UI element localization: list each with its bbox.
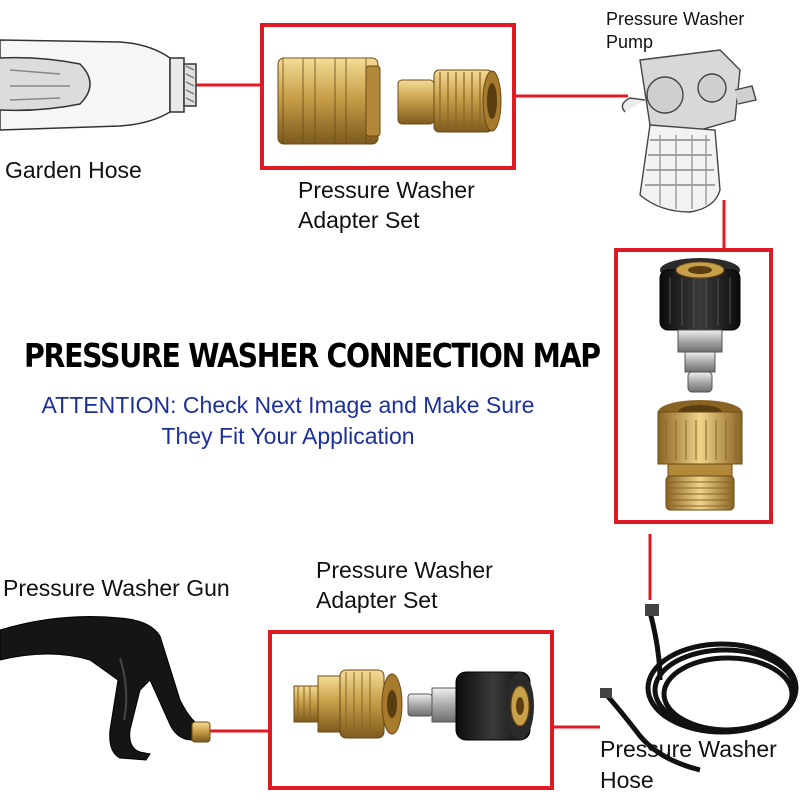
garden-hose-illustration — [0, 39, 197, 131]
label-hose: Pressure Washer Hose — [600, 734, 777, 796]
brass-connector-bottom — [293, 669, 403, 739]
label-garden-hose: Garden Hose — [5, 157, 142, 183]
frame-m22-adapter-set — [614, 248, 773, 524]
m22-brass-connector-right — [657, 400, 743, 511]
label-adapter-set-bottom: Pressure Washer Adapter Set — [316, 556, 493, 616]
attention-line1: ATTENTION: Check Next Image and Make Sur… — [41, 392, 535, 418]
label-adapter-set-bottom-line2: Adapter Set — [316, 586, 438, 613]
diagram-title: PRESSURE WASHER CONNECTION MAP — [24, 336, 601, 375]
label-adapter-set-top-line1: Pressure Washer — [298, 177, 475, 203]
black-coupler-bottom — [455, 671, 534, 741]
label-pump-line1: Pressure Washer — [606, 9, 745, 29]
label-pump-line2: Pump — [606, 32, 654, 53]
pressure-washer-gun-illustration — [0, 616, 211, 761]
pressure-washer-pump-illustration — [621, 49, 757, 213]
label-hose-line2: Hose — [600, 767, 654, 794]
steel-plug-bottom — [407, 687, 459, 723]
hose-end-fitting-top — [645, 604, 659, 616]
pressure-washer-hose-illustration — [602, 611, 799, 773]
attention-line2: They Fit Your Application — [161, 423, 415, 450]
frame-adapter-set-top — [260, 23, 516, 170]
frame-adapter-set-bottom — [268, 630, 554, 790]
label-adapter-set-bottom-line1: Pressure Washer — [316, 557, 493, 583]
m22-black-coupler-right — [659, 258, 741, 331]
label-pump: Pressure Washer Pump — [606, 8, 744, 55]
brass-quick-connector-top — [277, 57, 381, 145]
brass-garden-plug-top — [397, 69, 502, 133]
m22-steel-plug-right — [677, 329, 723, 393]
label-adapter-set-top: Pressure Washer Adapter Set — [298, 176, 475, 236]
label-gun: Pressure Washer Gun — [3, 575, 230, 601]
label-hose-line1: Pressure Washer — [600, 736, 777, 762]
hose-end-fitting-bottom — [600, 688, 612, 698]
attention-note: ATTENTION: Check Next Image and Make Sur… — [8, 390, 568, 452]
label-adapter-set-top-line2: Adapter Set — [298, 206, 420, 233]
connector-lines — [196, 83, 726, 733]
